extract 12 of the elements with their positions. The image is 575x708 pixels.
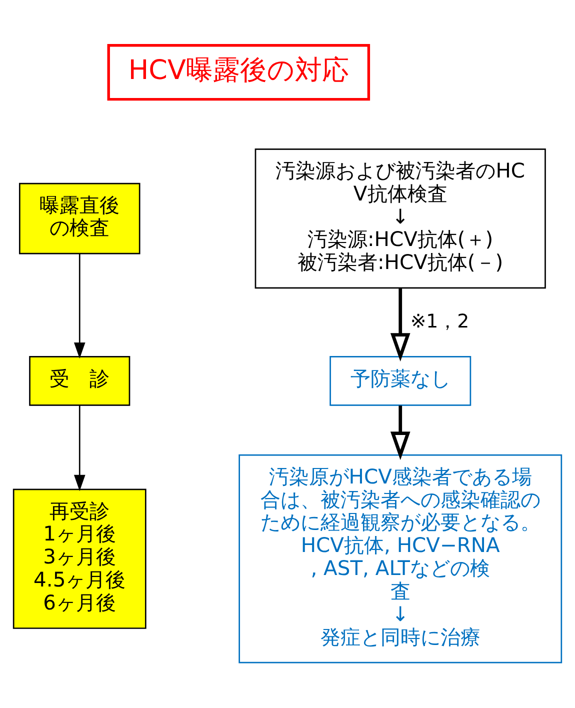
arrow: [74, 254, 86, 359]
node-box: 曝露直後の検査: [18, 182, 140, 254]
arrow: [390, 288, 410, 362]
arrow: [74, 406, 86, 492]
node-box: HCV曝露後の対応: [107, 44, 370, 101]
arrow: [390, 406, 410, 460]
node-box: 再受診 1ヶ月後 3ヶ月後 4.5ヶ月後 6ヶ月後: [12, 488, 146, 629]
node-box: 汚染源および被汚染者のHCV抗体検査 ↓ 汚染源:HCV抗体(＋) 被汚染者:HCV抗体(－): [254, 148, 546, 289]
node-box: 予防薬なし: [330, 356, 472, 406]
node-box: 汚染原がHCV感染者である場合は、被汚染者への感染確認のために経過観察が必要となる。 HCV抗体, HCV−RNA, AST, ALTなどの検査 ↓ 発症と同時に治療: [238, 454, 562, 664]
edge-label: ※1，2: [410, 310, 470, 332]
node-box: 受 診: [29, 356, 130, 406]
